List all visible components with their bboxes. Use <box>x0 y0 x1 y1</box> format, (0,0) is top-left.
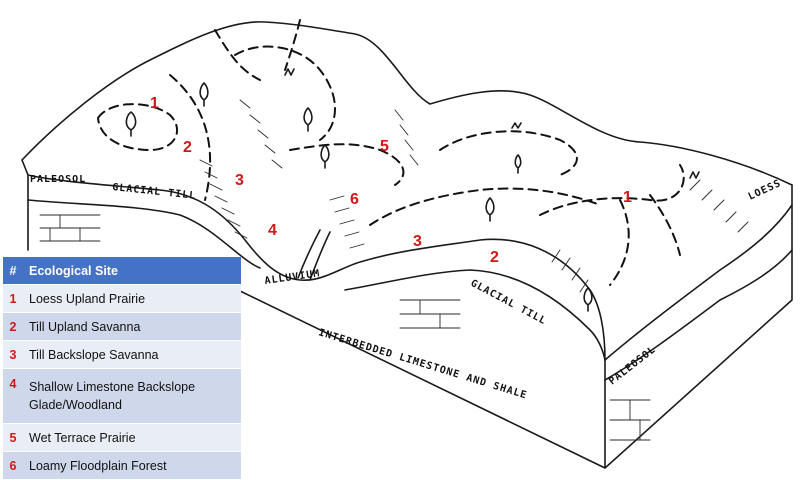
slope-hachures-center <box>329 109 419 249</box>
legend-row: 1 Loess Upland Prairie <box>3 284 241 313</box>
legend-row: 3 Till Backslope Savanna <box>3 340 241 369</box>
legend-row-label: Loess Upland Prairie <box>23 284 241 313</box>
site-boundary-2 <box>169 74 212 201</box>
site-number-label: 1 <box>150 95 159 112</box>
paleosol-label-left: PALEOSOL <box>30 174 86 185</box>
grass-symbol-1 <box>284 68 295 76</box>
stream-channel <box>297 229 331 281</box>
ecological-site-legend: # Ecological Site 1 Loess Upland Prairie… <box>3 257 241 480</box>
site-boundary-8 <box>539 164 685 216</box>
legend-row-label: Wet Terrace Prairie <box>23 423 241 452</box>
legend-row: 2 Till Upland Savanna <box>3 312 241 341</box>
slope-hachures-left <box>199 99 283 239</box>
tree-symbol-2 <box>199 82 209 107</box>
loess-label: LOESS <box>747 178 783 203</box>
site-boundary-4 <box>214 29 261 81</box>
legend-header-row: # Ecological Site <box>3 257 241 285</box>
site-number-label: 3 <box>413 233 422 250</box>
legend-row-label: Shallow Limestone Backslope Glade/Woodla… <box>23 368 241 424</box>
site-number-label: 2 <box>490 249 499 266</box>
grass-symbol-3 <box>689 171 700 179</box>
glacial-till-label-left: GLACIAL TILL <box>112 182 197 202</box>
site-boundary-7 <box>369 187 601 226</box>
block-top-surface-outline <box>21 21 793 186</box>
site-number-label: 5 <box>380 138 389 155</box>
site-boundary-9 <box>609 199 630 286</box>
tree-symbol-6 <box>514 154 522 174</box>
bedrock-label: INTERBEDDED LIMESTONE AND SHALE <box>317 327 528 401</box>
slope-hachures-right <box>551 179 749 293</box>
legend-row: 5 Wet Terrace Prairie <box>3 423 241 452</box>
legend-row-label: Till Upland Savanna <box>23 312 241 341</box>
site-boundary-1 <box>97 103 179 152</box>
block-front-top-edge <box>21 159 606 361</box>
tree-symbol-4 <box>320 144 330 169</box>
tree-symbol-1 <box>125 111 137 137</box>
site-number-label: 3 <box>235 172 244 189</box>
tree-symbol-5 <box>485 197 495 222</box>
legend-row-number: 2 <box>3 312 23 341</box>
tree-symbol-7 <box>583 287 593 312</box>
site-boundary-10 <box>649 194 681 256</box>
legend-row: 4 Shallow Limestone Backslope Glade/Wood… <box>3 368 241 424</box>
legend-row: 6 Loamy Floodplain Forest <box>3 451 241 480</box>
site-boundary-3 <box>234 45 336 141</box>
site-number-label: 2 <box>183 139 192 156</box>
front-till-bedrock-boundary <box>27 199 606 361</box>
legend-header-title: Ecological Site <box>23 257 241 285</box>
site-boundary-6 <box>439 130 578 176</box>
legend-row-number: 1 <box>3 284 23 313</box>
legend-row-number: 5 <box>3 423 23 452</box>
site-boundary-11 <box>284 19 301 71</box>
block-front-bottom-edge <box>27 174 793 469</box>
site-number-label: 4 <box>268 222 277 239</box>
legend-row-label: Loamy Floodplain Forest <box>23 451 241 480</box>
paleosol-label-right: PALEOSOL <box>607 344 658 387</box>
legend-row-number: 6 <box>3 451 23 480</box>
legend-row-number: 3 <box>3 340 23 369</box>
glacial-till-label-right: GLACIAL TILL <box>469 278 549 327</box>
bedrock-brick-pattern <box>39 214 651 441</box>
alluvium-label: ALLUVIUM <box>264 268 321 287</box>
site-number-label: 1 <box>623 189 632 206</box>
right-face-layer-boundary <box>604 249 793 381</box>
site-number-label: 6 <box>350 191 359 208</box>
block-right-top-edge <box>604 184 793 361</box>
site-boundary-5 <box>289 143 405 186</box>
legend-row-number: 4 <box>3 368 23 424</box>
grass-symbol-2 <box>511 122 522 129</box>
legend-row-label: Till Backslope Savanna <box>23 340 241 369</box>
tree-symbol-3 <box>303 107 313 132</box>
legend-header-number: # <box>3 257 23 285</box>
